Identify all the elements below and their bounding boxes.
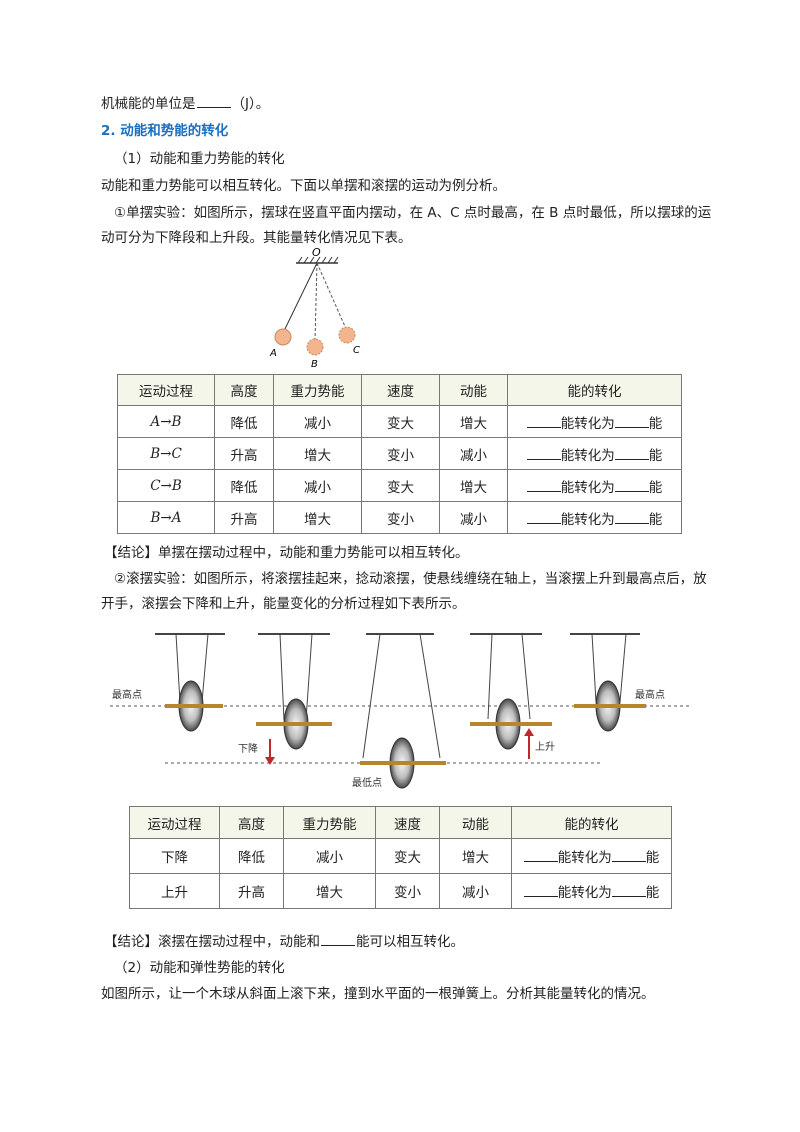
paragraph: 如图所示，让一个木球从斜面上滚下来，撞到水平面的一根弹簧上。分析其能量转化的情况… bbox=[101, 986, 655, 1002]
table-row: B→C 升高 增大 变小 减小 能转化为能 bbox=[117, 437, 682, 470]
table-header: 能的转化 bbox=[507, 374, 682, 406]
label-down: 下降 bbox=[238, 742, 258, 755]
table-row: C→B 降低 减小 变大 增大 能转化为能 bbox=[117, 469, 682, 502]
maxwell-table: 运动过程 高度 重力势能 速度 动能 能的转化 下降 降低 减小 变大 增大 能… bbox=[129, 806, 672, 909]
wheel-5 bbox=[570, 633, 646, 732]
pendulum-table: 运动过程 高度 重力势能 速度 动能 能的转化 A→B 降低 减小 变大 增大 … bbox=[117, 374, 682, 534]
label-c: C bbox=[353, 345, 360, 356]
label-highest-right: 最高点 bbox=[635, 688, 665, 701]
table-header: 高度 bbox=[219, 806, 284, 839]
label-highest-left: 最高点 bbox=[112, 688, 142, 701]
pendulum-figure: O A B C bbox=[269, 246, 360, 370]
table-header: 能的转化 bbox=[511, 806, 672, 839]
table-header: 重力势能 bbox=[283, 806, 376, 839]
paragraph: 动能和重力势能可以相互转化。下面以单摆和滚摆的运动为例分析。 bbox=[101, 178, 506, 194]
maxwell-wheel-figure: 最高点 最高点 下降 上升 最低点 bbox=[110, 633, 690, 789]
label-up: 上升 bbox=[535, 741, 555, 753]
wheel-3 bbox=[360, 633, 446, 789]
ball-a bbox=[274, 328, 292, 346]
table-row: 上升 升高 增大 变小 减小 能转化为能 bbox=[129, 873, 672, 909]
blank bbox=[196, 94, 231, 108]
table-header: 重力势能 bbox=[273, 374, 362, 406]
conclusion: 【结论】滚摆在摆动过程中，动能和能可以相互转化。 bbox=[104, 932, 464, 950]
table-row: 下降 降低 减小 变大 增大 能转化为能 bbox=[129, 838, 672, 874]
table-header: 运动过程 bbox=[117, 374, 215, 406]
wheel-4 bbox=[470, 633, 552, 750]
label-b: B bbox=[311, 359, 318, 370]
paragraph: 开手，滚摆会下降和上升，能量变化的分析过程如下表所示。 bbox=[101, 596, 466, 612]
table-header: 高度 bbox=[214, 374, 274, 406]
label-lowest: 最低点 bbox=[352, 776, 382, 789]
ball-c bbox=[338, 326, 356, 344]
table-header: 运动过程 bbox=[129, 806, 220, 839]
wheel-2 bbox=[256, 633, 332, 750]
table-row: B→A 升高 增大 变小 减小 能转化为能 bbox=[117, 501, 682, 534]
unit-line: 机械能的单位是（J）。 bbox=[101, 94, 270, 112]
subsection-title: （2）动能和弹性势能的转化 bbox=[114, 960, 285, 976]
label-o: O bbox=[312, 246, 321, 259]
wheel-1 bbox=[155, 633, 225, 732]
ball-b bbox=[306, 338, 324, 356]
blank bbox=[321, 932, 355, 946]
paragraph: ②滚摆实验：如图所示，将滚摆挂起来，捻动滚摆，使悬线缠绕在轴上，当滚摆上升到最高… bbox=[114, 571, 707, 587]
conclusion: 【结论】单摆在摆动过程中，动能和重力势能可以相互转化。 bbox=[104, 545, 469, 561]
table-header: 速度 bbox=[361, 374, 440, 406]
paragraph: ①单摆实验：如图所示，摆球在竖直平面内摆动，在 A、C 点时最高，在 B 点时最… bbox=[114, 205, 712, 221]
table-header: 动能 bbox=[439, 806, 512, 839]
table-header: 动能 bbox=[439, 374, 508, 406]
section-heading: 2. 动能和势能的转化 bbox=[101, 123, 229, 139]
subsection-title: （1）动能和重力势能的转化 bbox=[114, 151, 285, 167]
label-a: A bbox=[269, 348, 277, 359]
paragraph: 动可分为下降段和上升段。其能量转化情况见下表。 bbox=[101, 230, 412, 246]
table-row: A→B 降低 减小 变大 增大 能转化为能 bbox=[117, 405, 682, 438]
table-header: 速度 bbox=[375, 806, 440, 839]
